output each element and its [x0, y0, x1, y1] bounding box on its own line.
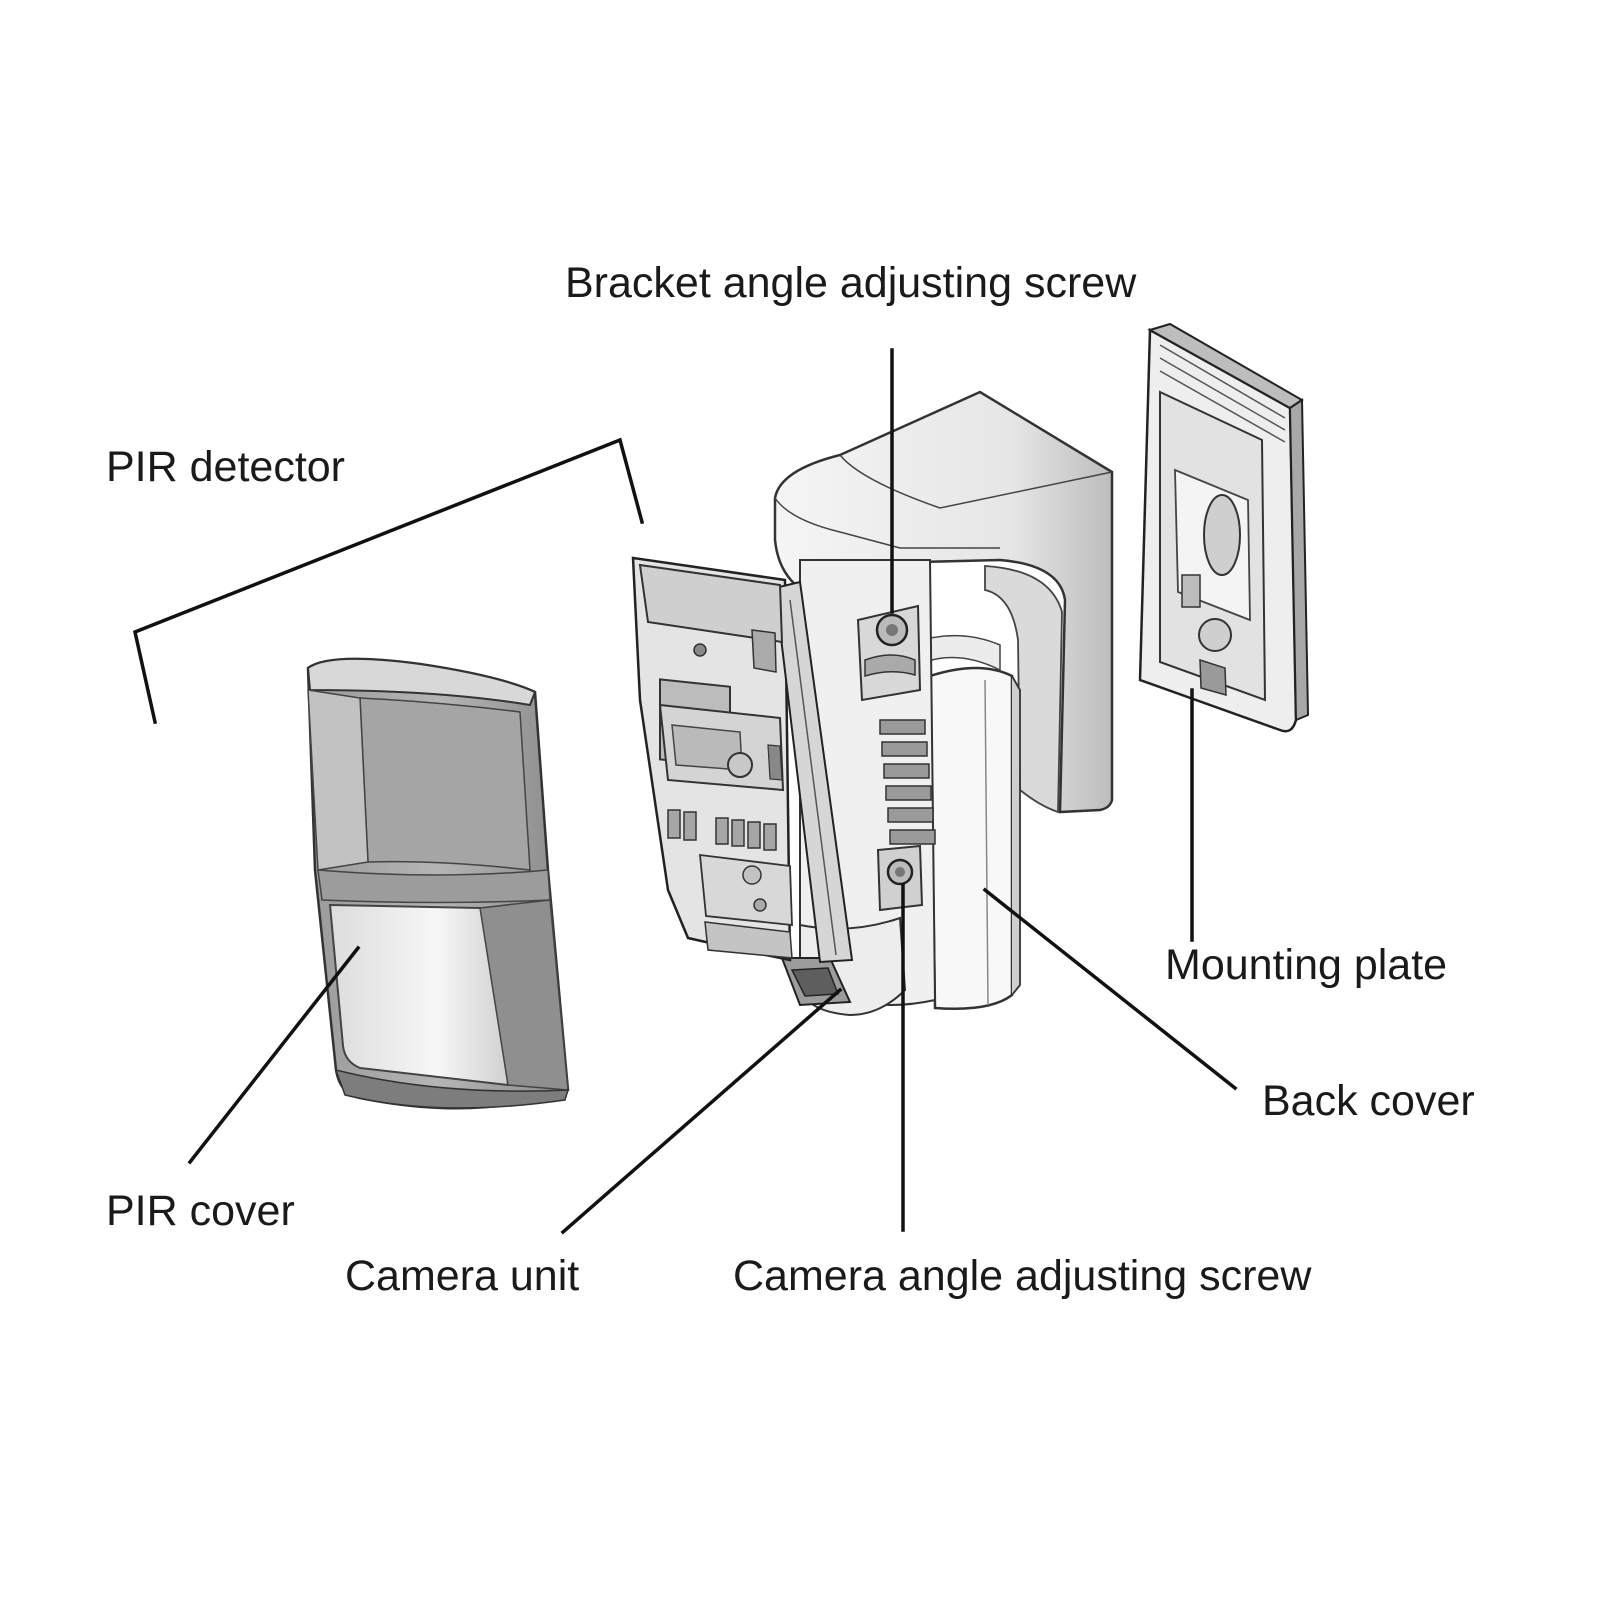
label-bracket-angle-adjusting-screw: Bracket angle adjusting screw [565, 259, 1137, 307]
leader-lines [132, 348, 1238, 1235]
back-cover-part [773, 390, 1114, 1011]
pir-cover-part [306, 657, 570, 1110]
camera-unit-leader [560, 987, 843, 1235]
label-back-cover: Back cover [1262, 1077, 1475, 1125]
pir-lens-window [328, 903, 510, 1087]
pir-cover-top [306, 657, 537, 707]
label-pir-cover: PIR cover [106, 1187, 295, 1235]
bracket-screw-assembly [856, 604, 922, 702]
pir-cover-leader [187, 945, 361, 1165]
pir-detector-bracket [132, 437, 645, 725]
camera-screw-assembly [876, 844, 924, 912]
back-cover-leader [982, 887, 1238, 1091]
label-camera-angle-adjusting-screw: Camera angle adjusting screw [733, 1252, 1312, 1300]
label-pir-detector: PIR detector [106, 443, 345, 491]
camera-unit-part [631, 556, 937, 1017]
back-cover-panel [928, 666, 1014, 1011]
mounting-plate-part [1138, 322, 1310, 733]
pir-cover-upper-face [359, 697, 531, 871]
label-mounting-plate: Mounting plate [1165, 941, 1448, 989]
label-camera-unit: Camera unit [345, 1252, 580, 1300]
